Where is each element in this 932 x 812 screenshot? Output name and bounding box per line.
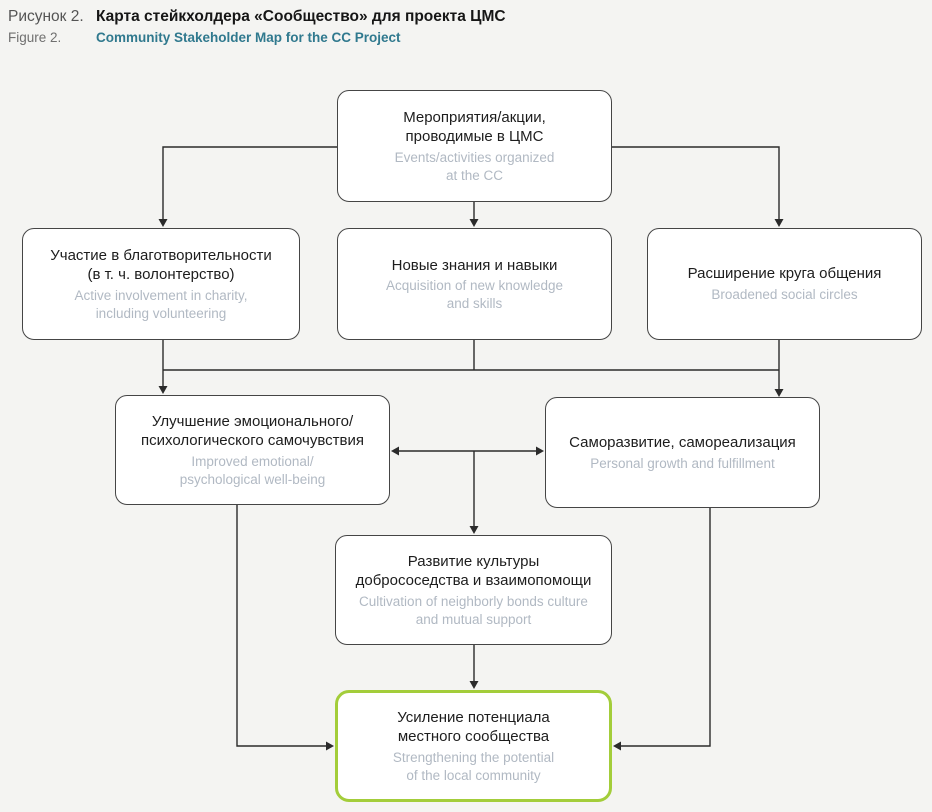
node-wellbeing-en-text: Improved emotional/ psychological well-b… bbox=[179, 454, 326, 487]
figure-label-ru: Рисунок 2. bbox=[8, 8, 84, 25]
wire-events-to-charity bbox=[162, 146, 337, 220]
node-knowledge-en-text: Acquisition of new knowledge and skills bbox=[385, 278, 564, 311]
node-personal-growth: Саморазвитие, самореализация Personal gr… bbox=[545, 397, 820, 508]
node-charity-en-text: Active involvement in charity, including… bbox=[74, 288, 248, 321]
arrowhead-into-community-left bbox=[326, 741, 334, 751]
arrowhead-into-wellbeing bbox=[158, 386, 168, 394]
arrowhead-into-community-right bbox=[613, 741, 621, 751]
arrowhead-events-to-charity bbox=[158, 219, 168, 227]
arrowhead-into-growth-left bbox=[536, 446, 544, 456]
arrowhead-into-growth bbox=[774, 389, 784, 397]
node-growth-en-text: Personal growth and fulfillment bbox=[590, 455, 775, 471]
figure-title-ru: Карта стейкхолдера «Сообщество» для прое… bbox=[96, 8, 506, 25]
node-events-ru-text: Мероприятия/акции, проводимые в ЦМС bbox=[403, 108, 546, 146]
wire-events-to-social bbox=[612, 146, 780, 220]
wire-wellbeing-to-community bbox=[236, 505, 327, 747]
node-wellbeing: Улучшение эмоционального/ психологическо… bbox=[115, 395, 390, 505]
node-social-ru-text: Расширение круга общения bbox=[687, 265, 882, 283]
node-community-potential: Усиление потенциала местного сообщества … bbox=[335, 690, 612, 802]
node-wellbeing-ru-text: Улучшение эмоционального/ психологическо… bbox=[141, 412, 364, 450]
node-culture-en-text: Cultivation of neighborly bonds culture … bbox=[359, 594, 588, 627]
header-row-ru: Рисунок 2. Карта стейкхолдера «Сообществ… bbox=[8, 8, 506, 26]
node-charity-involvement: Участие в благотворительности (в т. ч. в… bbox=[22, 228, 300, 340]
arrowhead-into-culture bbox=[469, 526, 479, 534]
wire-growth-to-community bbox=[620, 508, 711, 747]
node-knowledge-ru-text: Новые знания и навыки bbox=[391, 256, 558, 274]
figure-title-en: Community Stakeholder Map for the CC Pro… bbox=[96, 30, 401, 45]
figure-label-en: Figure 2. bbox=[8, 30, 62, 45]
node-culture-ru-text: Развитие культуры добрососедства и взаим… bbox=[355, 552, 592, 590]
header-row-en: Figure 2. Community Stakeholder Map for … bbox=[8, 26, 506, 45]
arrowhead-events-to-knowledge bbox=[469, 219, 479, 227]
figure-header: Рисунок 2. Карта стейкхолдера «Сообществ… bbox=[8, 8, 506, 45]
node-charity-ru-text: Участие в благотворительности (в т. ч. в… bbox=[50, 246, 272, 284]
arrowhead-into-community-top bbox=[469, 681, 479, 689]
node-new-knowledge: Новые знания и навыки Acquisition of new… bbox=[337, 228, 612, 340]
node-community-en-text: Strengthening the potential of the local… bbox=[392, 750, 555, 783]
node-community-ru-text: Усиление потенциала местного сообщества bbox=[397, 708, 550, 746]
node-social-circles: Расширение круга общения Broadened socia… bbox=[647, 228, 922, 340]
arrowhead-into-wellbeing-right bbox=[391, 446, 399, 456]
node-neighborly-culture: Развитие культуры добрососедства и взаим… bbox=[335, 535, 612, 645]
node-social-en-text: Broadened social circles bbox=[711, 287, 858, 303]
node-growth-ru-text: Саморазвитие, самореализация bbox=[569, 433, 796, 451]
node-events-en-text: Events/activities organized at the CC bbox=[394, 150, 555, 183]
arrowhead-events-to-social bbox=[774, 219, 784, 227]
node-events-activities: Мероприятия/акции, проводимые в ЦМС Even… bbox=[337, 90, 612, 202]
